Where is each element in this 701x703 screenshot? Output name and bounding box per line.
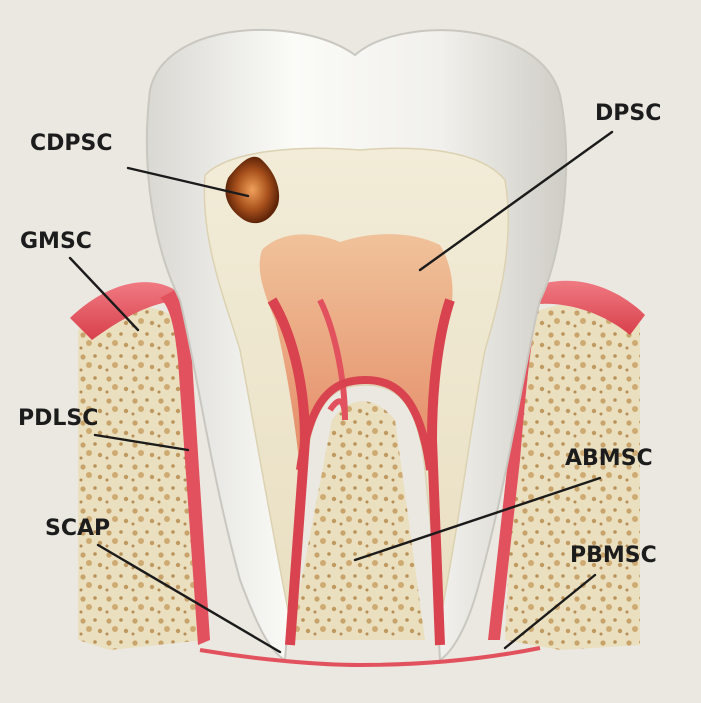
label-gmsc: GMSC [20, 229, 92, 254]
label-pdlsc: PDLSC [18, 406, 98, 431]
leader-scap [96, 543, 282, 654]
gingiva-left [70, 282, 186, 340]
label-dpsc: DPSC [595, 101, 661, 126]
label-scap: SCAP [45, 516, 110, 541]
label-cdpsc: CDPSC [30, 131, 113, 156]
root-canal-right [426, 298, 455, 646]
pulp-canal-inner-left [317, 298, 348, 421]
alveolar-bone-right [505, 303, 640, 650]
pulp-arch [296, 375, 434, 471]
caries-lesion [225, 156, 280, 224]
gingiva-left-ligament [160, 290, 210, 645]
leader-pbmsc [503, 573, 597, 650]
leader-dpsc [418, 130, 614, 272]
gingiva-right-ligament [488, 290, 540, 640]
apex-line [199, 646, 541, 668]
interradicular-bone [290, 401, 425, 640]
alveolar-bone-left [78, 306, 205, 650]
leader-cdpsc [126, 166, 250, 198]
gingiva-right [528, 280, 645, 335]
label-abmsc: ABMSC [565, 446, 653, 471]
leader-abmsc [353, 476, 602, 562]
label-pbmsc: PBMSC [570, 543, 657, 568]
leader-gmsc [68, 256, 140, 332]
leader-pdlsc [93, 433, 190, 452]
